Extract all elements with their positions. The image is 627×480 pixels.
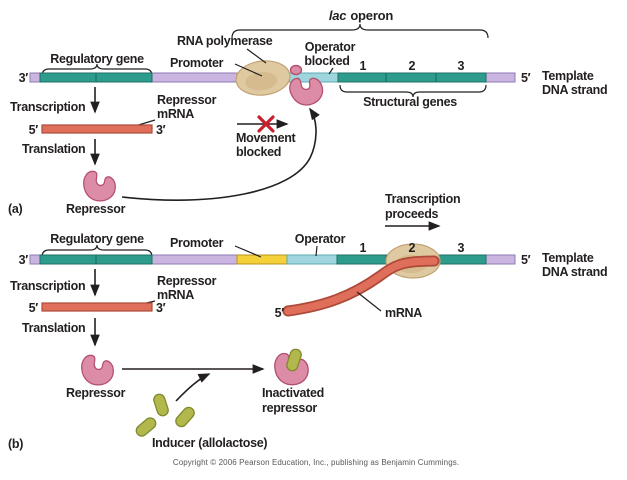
template-label-b-line2: DNA strand xyxy=(542,265,607,279)
inactivated-repressor xyxy=(274,347,309,386)
segment-operator-b xyxy=(286,254,338,265)
regulatory-gene-brace-b xyxy=(41,244,153,258)
promoter-label-b: Promoter xyxy=(170,236,224,250)
repressor-label-b: Repressor xyxy=(66,386,126,400)
mrna-ribbon xyxy=(282,255,440,317)
mrna-five-prime-a: 5′ xyxy=(29,123,39,137)
repressor-mrna-label-a-line2: mRNA xyxy=(157,107,194,121)
rna-polymerase-label: RNA polymerase xyxy=(177,34,273,48)
movement-blocked-label-line1: Movement xyxy=(236,131,297,145)
repressor-mrna-bar-a xyxy=(41,124,153,134)
operator-label-b: Operator xyxy=(295,232,346,246)
mrna-five-prime-b-ribbon: 5′ xyxy=(275,306,285,320)
operator-blocked-label-line2: blocked xyxy=(304,54,349,68)
transcription-label-a: Transcription xyxy=(10,100,85,114)
repressor-bump xyxy=(289,64,303,76)
promoter-label-a: Promoter xyxy=(170,56,224,70)
mrna-three-prime-a: 3′ xyxy=(156,123,166,137)
three-prime-a: 3′ xyxy=(19,71,29,85)
segment-promoter-b xyxy=(236,254,288,265)
mrna-three-prime-bar-b: 3′ xyxy=(156,301,166,315)
transcription-proceeds-label-line1: Transcription xyxy=(385,192,460,206)
template-label-b-line1: Template xyxy=(542,251,594,265)
gene-number-3-a: 3 xyxy=(458,59,465,73)
inducer-label: Inducer (allolactose) xyxy=(152,436,267,450)
gene-number-2-b: 2 xyxy=(409,241,416,255)
inducer-molecule xyxy=(133,415,159,439)
inducer-binding-arrow xyxy=(175,373,211,402)
inactivated-repressor-label-line1: Inactivated xyxy=(262,386,324,400)
repressor-binding-arrow xyxy=(121,107,320,201)
promoter-pointer-a xyxy=(234,63,263,77)
repressor-mrna-label-a-line1: Repressor xyxy=(157,93,217,107)
five-prime-b: 5′ xyxy=(521,253,531,267)
panel-b: Regulatory gene 3′ Promoter Operator Tra… xyxy=(8,192,608,451)
structural-genes-brace xyxy=(339,84,487,98)
gene-number-2-a: 2 xyxy=(409,59,416,73)
repressor-label-a: Repressor xyxy=(66,202,126,216)
panel-b-label: (b) xyxy=(8,437,23,451)
inducer-molecule xyxy=(172,404,198,430)
inducer-molecule xyxy=(151,392,171,418)
operator-pointer-b xyxy=(315,245,318,257)
rna-polymerase-a xyxy=(235,60,291,96)
gene-number-3-b: 3 xyxy=(458,241,465,255)
translation-label-b: Translation xyxy=(22,321,85,335)
repressor-protein-a xyxy=(83,170,116,202)
promoter-pointer-b xyxy=(234,245,262,258)
repressor-mrna-bar-b xyxy=(41,302,153,312)
movement-blocked-label-line2: blocked xyxy=(236,145,281,159)
copyright-text: Copyright © 2006 Pearson Education, Inc.… xyxy=(173,458,459,467)
regulatory-gene-brace-a xyxy=(41,63,153,77)
mrna-pointer-b xyxy=(356,291,382,312)
operator-blocked-label-line1: Operator xyxy=(305,40,356,54)
regulatory-gene-label-a: Regulatory gene xyxy=(50,52,144,66)
dna-strand-b xyxy=(29,254,516,265)
transcription-proceeds-label-line2: proceeds xyxy=(385,207,439,221)
repressor-protein-b xyxy=(81,354,114,386)
repressor-on-operator xyxy=(286,64,328,111)
lac-operon-brace xyxy=(231,23,489,39)
repressor-mrna-label-b-line2: mRNA xyxy=(157,288,194,302)
panel-a-label: (a) xyxy=(8,202,23,216)
template-label-a-line1: Template xyxy=(542,69,594,83)
blocked-x-icon xyxy=(257,115,275,133)
regulatory-gene-label-b: Regulatory gene xyxy=(50,232,144,246)
template-label-a-line2: DNA strand xyxy=(542,83,607,97)
five-prime-a: 5′ xyxy=(521,71,531,85)
gene-number-1-b: 1 xyxy=(360,241,367,255)
structural-genes-label: Structural genes xyxy=(363,95,457,109)
gene-number-1-a: 1 xyxy=(360,59,367,73)
transcription-label-b: Transcription xyxy=(10,279,85,293)
segment-structural-genes-a xyxy=(337,72,487,83)
mrna-label-b: mRNA xyxy=(385,306,422,320)
rna-polymerase-pointer xyxy=(246,48,267,64)
translation-label-a: Translation xyxy=(22,142,85,156)
three-prime-b: 3′ xyxy=(19,253,29,267)
mrna-five-prime-bar-b: 5′ xyxy=(29,301,39,315)
inducer-molecules xyxy=(133,392,198,439)
operator-blocked-pointer xyxy=(328,67,334,75)
inactivated-repressor-label-line2: repressor xyxy=(262,401,317,415)
repressor-mrna-label-b-line1: Repressor xyxy=(157,274,217,288)
